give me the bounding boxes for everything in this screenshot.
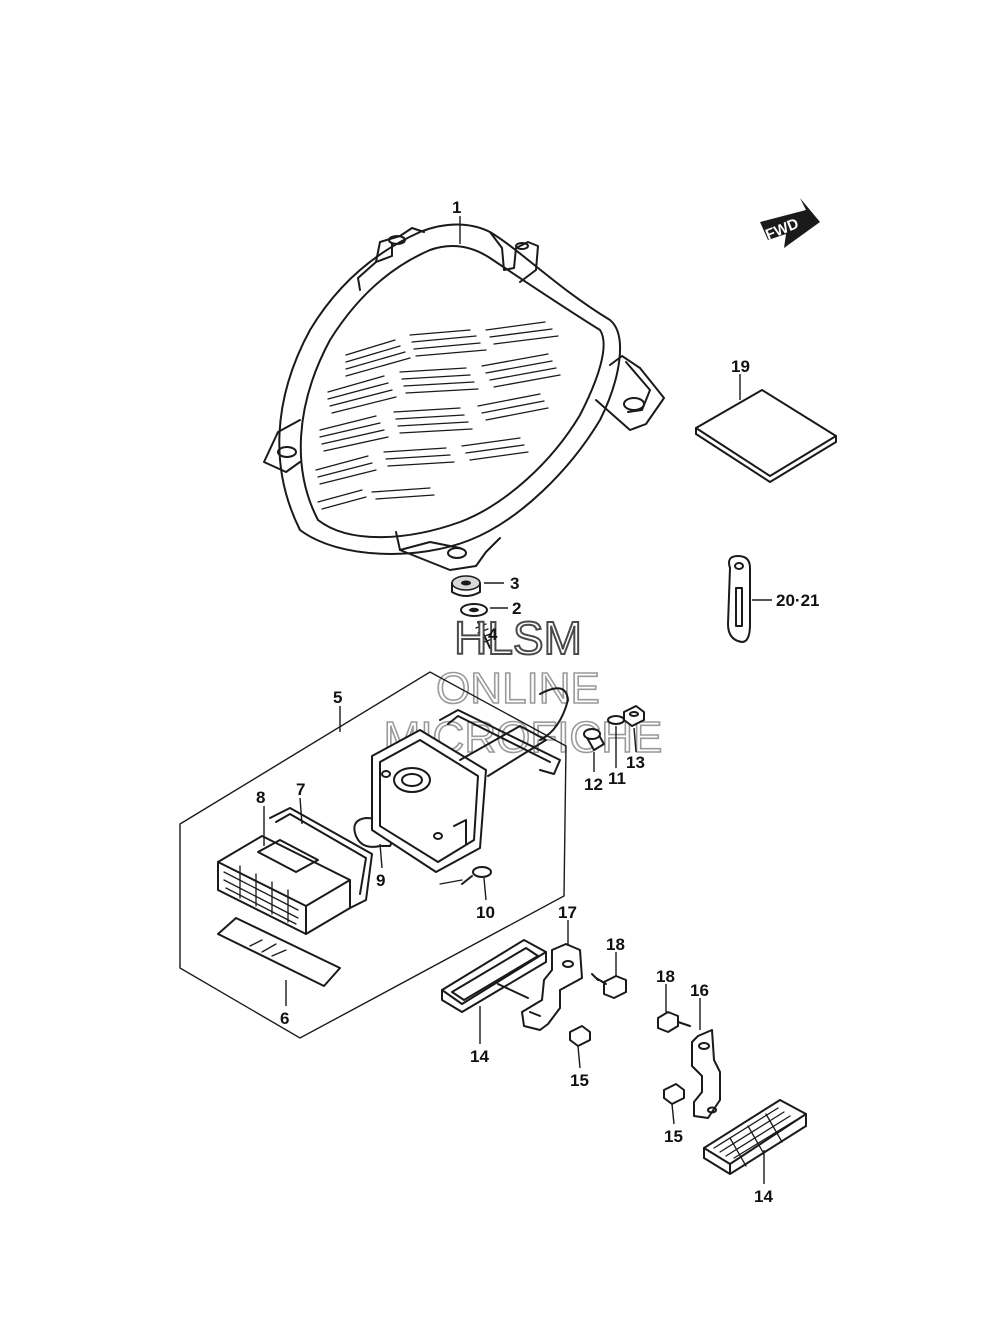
callout-11: 11 (608, 769, 626, 788)
watermark-line1: HLSM (454, 612, 582, 664)
callout-20-21: 20·21 (776, 591, 819, 610)
fwd-arrow-icon: FWD (760, 198, 820, 248)
callout-4: 4 (488, 625, 498, 644)
callout-15-left: 15 (570, 1071, 589, 1090)
callout-7: 7 (296, 780, 305, 799)
callout-17: 17 (558, 903, 577, 922)
grommet (451, 575, 481, 597)
lock-washer (607, 715, 625, 725)
callout-8: 8 (256, 788, 265, 807)
callout-15-right: 15 (664, 1127, 683, 1146)
seal-plate (695, 389, 837, 483)
lamp-base-gasket (439, 687, 569, 775)
socket-screw (439, 866, 492, 885)
callout-6: 6 (280, 1009, 289, 1028)
callout-13: 13 (626, 753, 645, 772)
callout-19: 19 (731, 357, 750, 376)
bracket-left (497, 943, 583, 1031)
leader-lines (263, 216, 772, 1184)
callout-12: 12 (584, 775, 603, 794)
reflector-left (441, 939, 547, 1013)
tail-lamp-housing (263, 223, 665, 571)
callout-1: 1 (452, 198, 461, 217)
callout-9: 9 (376, 871, 385, 890)
callout-5: 5 (333, 688, 342, 707)
callout-14-left: 14 (470, 1047, 489, 1066)
bolt-lower (657, 1011, 691, 1033)
nut-right (663, 1083, 685, 1105)
nut-left (569, 1025, 591, 1047)
bolt-upper (591, 973, 627, 999)
bracket-right (691, 1029, 721, 1119)
wire-clamp (727, 555, 751, 643)
callout-3: 3 (510, 574, 519, 593)
callout-2: 2 (512, 599, 521, 618)
callout-18-upper: 18 (606, 935, 625, 954)
hex-nut (623, 705, 645, 727)
assembly-box (179, 671, 567, 1039)
washer (460, 603, 488, 617)
reflector-right (703, 1099, 807, 1175)
callout-18-lower: 18 (656, 967, 675, 986)
reflector-plate (217, 917, 341, 987)
callout-16: 16 (690, 981, 709, 1000)
callout-numbers: 1 3 2 4 19 20·21 5 8 7 9 10 12 11 13 6 1… (256, 198, 819, 1206)
screw (475, 621, 493, 649)
watermark-line2: ONLINE (436, 664, 600, 713)
callout-14-right: 14 (754, 1187, 773, 1206)
lamp-socket (371, 725, 547, 873)
callout-10: 10 (476, 903, 495, 922)
lens-gasket (269, 807, 373, 909)
lens-pattern (315, 321, 561, 510)
collar (583, 728, 605, 751)
